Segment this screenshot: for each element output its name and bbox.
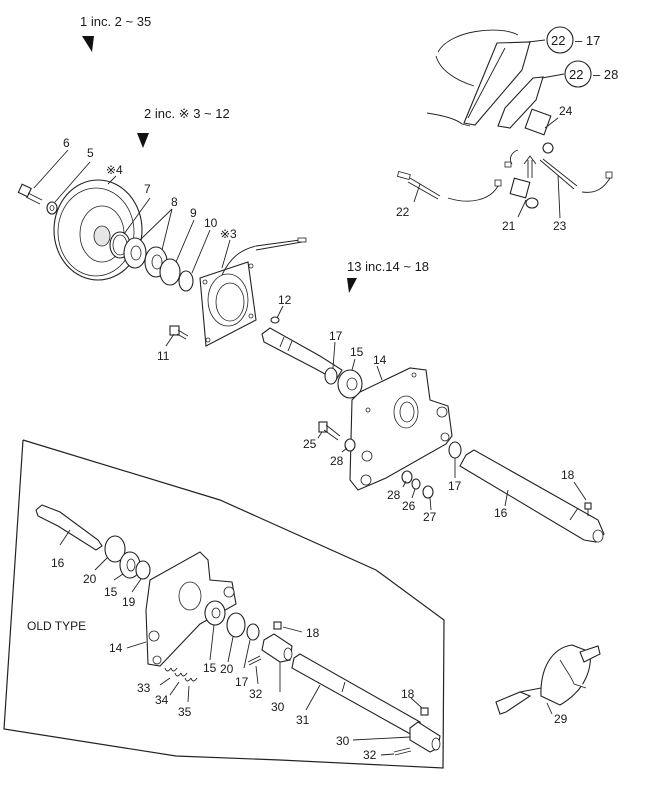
old-callout-32a: 32 — [249, 687, 263, 701]
washer-part-26 — [411, 478, 421, 490]
old-callout-20a: 20 — [83, 572, 97, 586]
bracket-part-14 — [349, 367, 453, 491]
old-callout-30a: 30 — [271, 700, 285, 714]
old-callout-20b: 20 — [220, 662, 234, 676]
old-callout-31: 31 — [296, 713, 310, 727]
callout-27: 27 — [423, 510, 437, 524]
old-nipple-part-18b — [420, 707, 429, 716]
group-marker-2 — [137, 133, 149, 148]
old-callout-32b: 32 — [363, 748, 377, 762]
old-callout-14: 14 — [109, 641, 123, 655]
housing-part-3 — [199, 237, 307, 347]
callout-15: 15 — [350, 345, 364, 359]
callout-8: 8 — [171, 195, 178, 209]
callout-18: 18 — [561, 468, 575, 482]
old-callout-19: 19 — [122, 595, 136, 609]
old-collar-part-19 — [135, 560, 151, 580]
old-callout-15a: 15 — [104, 585, 118, 599]
callout-3: ※3 — [220, 227, 237, 241]
callout-11: 11 — [157, 349, 170, 363]
old-clip-part-33 — [164, 667, 178, 672]
callout-28b: 28 — [387, 488, 401, 502]
old-ring-part-20a — [104, 535, 126, 563]
old-type-frame — [3, 439, 445, 769]
switch-part-24 — [524, 108, 554, 154]
old-shaft-part-16 — [35, 504, 103, 551]
callout-12: 12 — [278, 293, 292, 307]
circlip-part-17b — [448, 441, 462, 459]
bolt-part-11 — [169, 325, 189, 340]
circled-ref-22-17 — [546, 26, 574, 54]
circled-ref-22-17-suffix: – 17 — [575, 33, 600, 48]
switch-part-21 — [509, 177, 539, 209]
callout-4: ※4 — [106, 163, 123, 177]
old-sleeve-part-30a — [261, 633, 293, 663]
callout-14: 14 — [373, 353, 387, 367]
circled-ref-22-17-num: 22 — [551, 33, 565, 48]
old-pin-part-32b — [393, 747, 411, 753]
old-plate-part-14 — [145, 551, 237, 667]
old-ring-part-20b — [226, 612, 246, 638]
callout-10: 10 — [204, 216, 218, 230]
nut-part-27 — [422, 485, 434, 499]
group-header-13: 13 inc.14 ~ 18 — [347, 259, 429, 274]
old-callout-16: 16 — [51, 556, 65, 570]
callout-9: 9 — [190, 206, 197, 220]
bracket-assembly — [261, 316, 605, 543]
cover-part-29 — [495, 644, 601, 715]
circled-ref-22-28-num: 22 — [569, 67, 583, 82]
snap-ring-part-9 — [159, 258, 181, 286]
old-callout-17: 17 — [235, 675, 249, 689]
old-sleeve-part-30b — [409, 721, 441, 753]
bolt-part-6 — [17, 183, 43, 205]
old-callout-18b: 18 — [401, 687, 415, 701]
callout-17a: 17 — [329, 329, 343, 343]
old-type-assembly — [35, 504, 441, 756]
switch-assembly — [396, 29, 613, 209]
old-callout-15b: 15 — [203, 661, 217, 675]
group-marker-13 — [347, 278, 357, 293]
bolt-part-25 — [318, 421, 341, 441]
callout-7: 7 — [144, 182, 151, 196]
callout-23: 23 — [553, 219, 567, 233]
callout-5: 5 — [87, 146, 94, 160]
shaft-part — [261, 327, 343, 381]
key-part-12 — [270, 316, 280, 324]
old-nipple-part-18a — [273, 621, 282, 630]
old-callout-30b: 30 — [336, 734, 350, 748]
harness-part-22 — [396, 171, 502, 202]
group-marker-1 — [82, 36, 94, 52]
callout-6: 6 — [63, 136, 70, 150]
ring-part-10 — [178, 270, 194, 292]
group-header-2: 2 inc. ※ 3 ~ 12 — [144, 106, 230, 121]
callout-16: 16 — [494, 506, 508, 520]
harness-part-23 — [504, 149, 613, 193]
circled-ref-22-28-suffix: – 28 — [593, 67, 618, 82]
old-clip-part-34 — [174, 672, 188, 677]
nipple-part-18 — [584, 502, 592, 516]
washer-part-28a — [344, 438, 356, 452]
callout-24: 24 — [559, 104, 573, 118]
circlip-part-17a — [324, 367, 338, 385]
old-callout-35: 35 — [178, 705, 192, 719]
callout-22: 22 — [396, 205, 410, 219]
washer-part-28b — [401, 470, 413, 484]
old-clip-part-35 — [184, 677, 198, 682]
group-header-1: 1 inc. 2 ~ 35 — [80, 14, 151, 29]
old-pin-part-32a — [247, 655, 261, 663]
callout-26: 26 — [402, 499, 416, 513]
shaft-part-16 — [459, 449, 605, 543]
old-callout-18a: 18 — [306, 626, 320, 640]
callout-28a: 28 — [330, 454, 344, 468]
old-callout-34: 34 — [155, 693, 169, 707]
circled-ref-22-28 — [564, 60, 592, 88]
callout-17b: 17 — [448, 479, 462, 493]
old-type-label: OLD TYPE — [27, 619, 86, 633]
callout-25: 25 — [303, 437, 317, 451]
callout-21: 21 — [502, 219, 516, 233]
pulley-assembly — [17, 179, 307, 347]
old-circlip-part-17 — [246, 623, 260, 641]
callout-29: 29 — [554, 712, 568, 726]
old-callout-33: 33 — [137, 681, 151, 695]
